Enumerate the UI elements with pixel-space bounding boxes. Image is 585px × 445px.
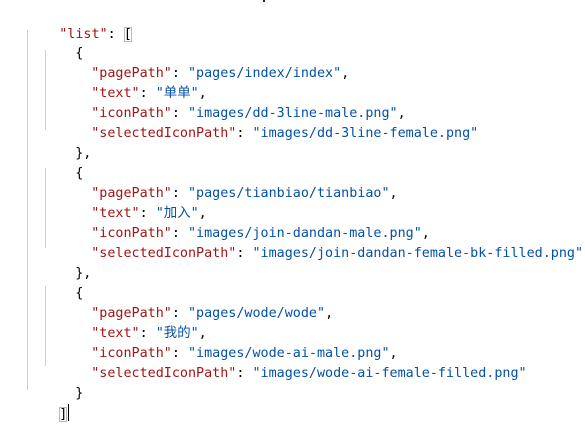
- json-key: "text": [91, 326, 140, 341]
- json-key: "pagePath": [91, 66, 172, 81]
- code-line: "iconPath": "images/dd-3line-male.png",: [91, 106, 406, 121]
- json-key: "list": [59, 27, 108, 42]
- code-editor[interactable]: "list": [ { "pagePath": "pages/index/ind…: [0, 0, 585, 422]
- json-string: "我的": [155, 326, 199, 341]
- json-string: "images/dd-3line-female.png": [252, 126, 479, 141]
- code-line: "iconPath": "images/wode-ai-male.png",: [91, 346, 398, 361]
- json-string: "pages/tianbiao/tianbiao": [188, 186, 390, 201]
- code-line: {: [43, 144, 83, 181]
- code-line: },: [43, 244, 91, 281]
- code-line: "selectedIconPath": "images/join-dandan-…: [91, 246, 584, 261]
- indent-guide: [45, 168, 46, 248]
- code-line: "selectedIconPath": "images/dd-3line-fem…: [91, 126, 479, 141]
- code-line: "pagePath": "pages/wode/wode",: [91, 306, 334, 321]
- json-string: "images/join-dandan-female-bk-filled.png…: [252, 246, 584, 261]
- code-line: "pagePath": "pages/tianbiao/tianbiao",: [91, 186, 398, 201]
- indent-guide: [45, 286, 46, 366]
- code-line: "list": [: [59, 27, 132, 42]
- json-string: "加入": [155, 206, 199, 221]
- code-line: "selectedIconPath": "images/wode-ai-fema…: [91, 366, 527, 381]
- code-line: "text": "我的",: [91, 326, 207, 341]
- indent-guide: [45, 50, 46, 130]
- close-brace: },: [75, 146, 92, 161]
- code-line: "text": "单单",: [91, 86, 207, 101]
- code-line: },: [43, 124, 91, 161]
- json-key: "selectedIconPath": [91, 246, 237, 261]
- close-brace: },: [75, 266, 92, 281]
- code-line: {: [43, 24, 83, 61]
- json-string: "images/wode-ai-female-filled.png": [252, 366, 527, 381]
- open-brace: {: [75, 166, 84, 181]
- code-line: "iconPath": "images/join-dandan-male.png…: [91, 226, 430, 241]
- json-string: "images/join-dandan-male.png": [188, 226, 422, 241]
- code-line: "text": "加入",: [91, 206, 207, 221]
- json-key: "selectedIconPath": [91, 126, 237, 141]
- json-key: "iconPath": [91, 226, 172, 241]
- json-key: "text": [91, 206, 140, 221]
- json-string: "单单": [155, 86, 199, 101]
- indent-guide: [27, 30, 28, 390]
- open-bracket: [: [123, 27, 132, 42]
- json-key: "iconPath": [91, 346, 172, 361]
- close-bracket: ]: [59, 407, 68, 422]
- code-line: }: [43, 364, 83, 401]
- json-key: "text": [91, 86, 140, 101]
- code-line: ]: [27, 384, 70, 422]
- json-string: "pages/index/index": [188, 66, 342, 81]
- code-line: "pagePath": "pages/index/index",: [91, 66, 350, 81]
- json-string: "images/wode-ai-male.png": [188, 346, 390, 361]
- code-line: {: [43, 264, 83, 301]
- previous-line-fragment: [263, 0, 265, 2]
- json-key: "pagePath": [91, 306, 172, 321]
- json-string: "pages/wode/wode": [188, 306, 326, 321]
- open-brace: {: [75, 46, 84, 61]
- text-cursor: [68, 404, 70, 421]
- open-brace: {: [75, 286, 84, 301]
- close-brace: }: [75, 386, 84, 401]
- json-key: "selectedIconPath": [91, 366, 237, 381]
- json-key: "iconPath": [91, 106, 172, 121]
- json-key: "pagePath": [91, 186, 172, 201]
- json-string: "images/dd-3line-male.png": [188, 106, 398, 121]
